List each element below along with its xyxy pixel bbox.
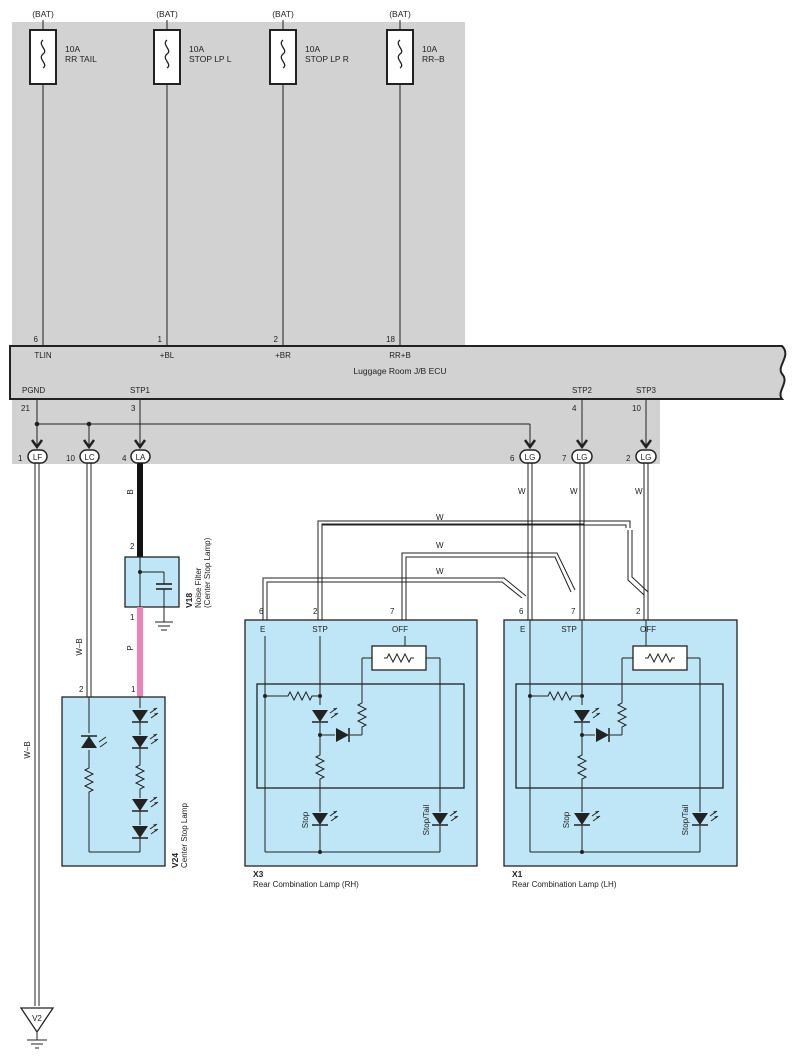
svg-text:6: 6 bbox=[510, 454, 515, 463]
svg-text:STP3: STP3 bbox=[636, 386, 657, 395]
svg-text:(BAT): (BAT) bbox=[389, 9, 411, 19]
svg-text:X3: X3 bbox=[253, 869, 264, 879]
svg-text:Noise Filter: Noise Filter bbox=[194, 567, 203, 608]
svg-text:RR TAIL: RR TAIL bbox=[65, 54, 97, 64]
svg-text:2: 2 bbox=[79, 685, 84, 694]
svg-text:V2: V2 bbox=[32, 1014, 42, 1023]
svg-text:(BAT): (BAT) bbox=[32, 9, 54, 19]
svg-text:7: 7 bbox=[571, 607, 576, 616]
svg-text:LG: LG bbox=[525, 453, 536, 462]
connector-lf: 1 LF bbox=[18, 449, 48, 464]
svg-text:(Center Stop Lamp): (Center Stop Lamp) bbox=[203, 537, 212, 608]
svg-text:Stop: Stop bbox=[562, 811, 571, 828]
svg-text:TLIN: TLIN bbox=[34, 351, 52, 360]
svg-text:LA: LA bbox=[136, 453, 146, 462]
noise-filter: 2 1 V18 Noise Filter (Center Stop Lamp) bbox=[124, 537, 212, 631]
svg-text:STOP LP L: STOP LP L bbox=[189, 54, 232, 64]
svg-text:Rear Combination Lamp (RH): Rear Combination Lamp (RH) bbox=[253, 880, 359, 889]
svg-text:STOP LP R: STOP LP R bbox=[305, 54, 349, 64]
svg-text:(BAT): (BAT) bbox=[272, 9, 294, 19]
svg-text:10A: 10A bbox=[65, 44, 80, 54]
connector-lc: 10 LC bbox=[66, 449, 100, 464]
svg-text:Rear Combination Lamp (LH): Rear Combination Lamp (LH) bbox=[512, 880, 617, 889]
svg-text:2: 2 bbox=[636, 607, 641, 616]
svg-text:STP2: STP2 bbox=[572, 386, 593, 395]
svg-text:6: 6 bbox=[519, 607, 524, 616]
svg-text:6: 6 bbox=[34, 335, 39, 344]
svg-text:STP1: STP1 bbox=[130, 386, 151, 395]
svg-text:E: E bbox=[260, 625, 265, 634]
svg-text:W: W bbox=[436, 567, 444, 576]
svg-text:STP: STP bbox=[312, 625, 328, 634]
ground-v2: V2 bbox=[19, 1007, 55, 1049]
svg-text:(BAT): (BAT) bbox=[156, 9, 178, 19]
svg-text:1: 1 bbox=[18, 454, 23, 463]
svg-text:W: W bbox=[436, 513, 444, 522]
svg-text:OFF: OFF bbox=[392, 625, 408, 634]
ecu-box bbox=[9, 345, 787, 400]
svg-text:+BL: +BL bbox=[160, 351, 175, 360]
svg-text:10: 10 bbox=[632, 404, 641, 413]
svg-text:LG: LG bbox=[577, 453, 588, 462]
svg-text:B: B bbox=[126, 489, 135, 494]
svg-text:W–B: W–B bbox=[75, 638, 84, 655]
svg-text:6: 6 bbox=[259, 607, 264, 616]
svg-text:LG: LG bbox=[641, 453, 652, 462]
rear-combination-lamp-lh: 6 7 2 E STP OFF bbox=[503, 607, 738, 889]
svg-text:3: 3 bbox=[131, 404, 136, 413]
svg-text:4: 4 bbox=[572, 404, 577, 413]
connector-lg-7: 7 LG bbox=[562, 449, 593, 464]
svg-text:7: 7 bbox=[390, 607, 395, 616]
svg-text:10A: 10A bbox=[189, 44, 204, 54]
svg-text:10A: 10A bbox=[305, 44, 320, 54]
svg-text:1: 1 bbox=[131, 685, 136, 694]
svg-text:V18: V18 bbox=[184, 593, 194, 608]
svg-text:2: 2 bbox=[130, 542, 135, 551]
fuse-3: (BAT) 10A STOP LP R bbox=[269, 9, 349, 345]
fuse-2: (BAT) 10A STOP LP L bbox=[153, 9, 232, 345]
svg-text:+BR: +BR bbox=[275, 351, 291, 360]
svg-text:18: 18 bbox=[386, 335, 395, 344]
fuse-4: (BAT) 10A RR–B bbox=[386, 9, 445, 345]
ground-wire bbox=[34, 463, 40, 1006]
svg-text:RR+B: RR+B bbox=[389, 351, 411, 360]
svg-text:W: W bbox=[635, 487, 643, 496]
center-stop-lamp: 2 1 V24 Center Stop Lamp bbox=[61, 685, 189, 868]
svg-text:4: 4 bbox=[122, 454, 127, 463]
svg-text:2: 2 bbox=[313, 607, 318, 616]
svg-text:LF: LF bbox=[33, 453, 42, 462]
svg-text:Center Stop Lamp: Center Stop Lamp bbox=[180, 803, 189, 868]
connector-lg-6: 6 LG bbox=[510, 449, 541, 464]
svg-text:21: 21 bbox=[21, 404, 30, 413]
ecu-name: Luggage Room J/B ECU bbox=[353, 366, 446, 376]
svg-text:PGND: PGND bbox=[22, 386, 45, 395]
svg-text:X1: X1 bbox=[512, 869, 523, 879]
svg-text:V24: V24 bbox=[170, 853, 180, 868]
connector-region bbox=[12, 398, 660, 464]
svg-text:1: 1 bbox=[130, 613, 135, 622]
svg-text:7: 7 bbox=[562, 454, 567, 463]
svg-text:W: W bbox=[570, 487, 578, 496]
connector-lg-2: 2 LG bbox=[626, 449, 657, 464]
svg-text:Stop/Tail: Stop/Tail bbox=[681, 804, 690, 835]
svg-text:LC: LC bbox=[84, 453, 94, 462]
svg-text:W: W bbox=[518, 487, 526, 496]
svg-text:P: P bbox=[126, 645, 135, 650]
svg-text:W–B: W–B bbox=[23, 741, 32, 758]
rear-combination-lamp-rh: 6 2 7 E STP OFF bbox=[244, 607, 478, 889]
svg-text:W: W bbox=[436, 541, 444, 550]
svg-text:STP: STP bbox=[561, 625, 577, 634]
svg-text:1: 1 bbox=[158, 335, 163, 344]
svg-text:2: 2 bbox=[626, 454, 631, 463]
svg-text:Stop: Stop bbox=[301, 811, 310, 828]
svg-text:E: E bbox=[520, 625, 525, 634]
svg-text:OFF: OFF bbox=[640, 625, 656, 634]
svg-text:2: 2 bbox=[274, 335, 279, 344]
svg-text:Stop/Tail: Stop/Tail bbox=[422, 804, 431, 835]
svg-text:10A: 10A bbox=[422, 44, 437, 54]
fuse-1: (BAT) 10A RR TAIL bbox=[29, 9, 97, 345]
svg-text:RR–B: RR–B bbox=[422, 54, 445, 64]
svg-text:10: 10 bbox=[66, 454, 75, 463]
